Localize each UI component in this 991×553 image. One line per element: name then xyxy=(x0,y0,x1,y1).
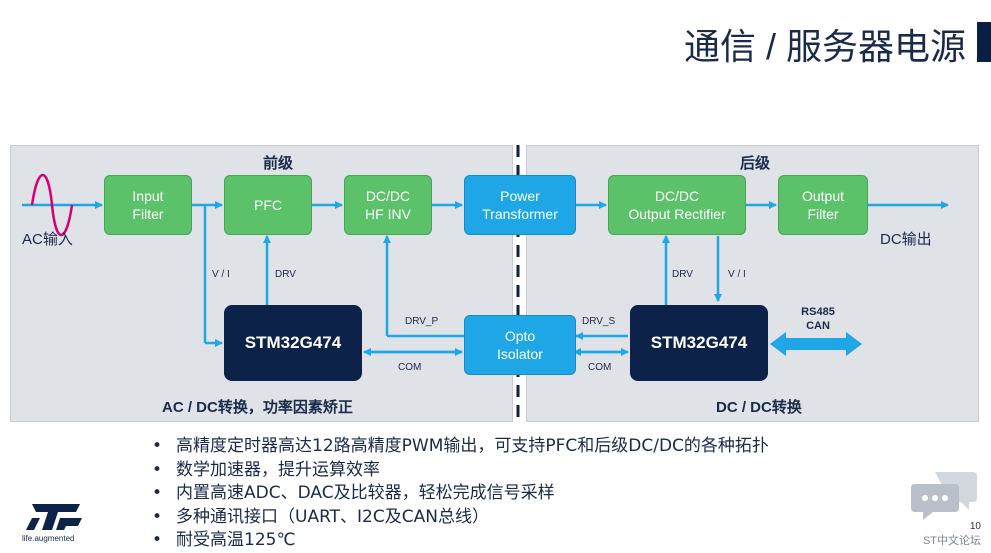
st-logo: life.augmented xyxy=(22,500,92,548)
title-accent-bar xyxy=(977,22,991,62)
bullet-marker: • xyxy=(152,530,163,550)
feature-item: • 多种通讯接口（UART、I2C及CAN总线） xyxy=(152,506,769,530)
ac-sine-icon xyxy=(30,173,74,237)
rs485-can-label: RS485 CAN xyxy=(801,306,835,332)
rear-drv-label: DRV xyxy=(672,269,693,280)
front-drv-label: DRV xyxy=(275,269,296,280)
feature-item: • 高精度定时器高达12路高精度PWM输出，可支持PFC和后级DC/DC的各种拓扑 xyxy=(152,435,769,459)
feature-item: • 内置高速ADC、DAC及比较器，轻松完成信号采样 xyxy=(152,482,769,506)
logo-tagline: life.augmented xyxy=(22,534,75,543)
page-title: 通信 / 服务器电源 xyxy=(683,26,966,67)
rs485-can-bus-arrow xyxy=(770,332,862,356)
front-stage-title: 前级 xyxy=(263,155,294,172)
feature-text: 内置高速ADC、DAC及比较器，轻松完成信号采样 xyxy=(176,483,555,503)
front-stage-caption: AC / DC转换，功率因素矫正 xyxy=(162,399,353,416)
dc-output-label: DC输出 xyxy=(880,231,932,248)
forum-watermark: ST中文论坛 xyxy=(922,535,981,547)
opto-isolator-block: Opto Isolator xyxy=(464,315,576,375)
front-com-label: COM xyxy=(398,362,422,373)
pfc-block: PFC xyxy=(224,175,312,235)
feature-item: • 耐受高温125℃ xyxy=(152,529,769,553)
power-transformer-block: Power Transformer xyxy=(464,175,576,235)
front-mcu-stm32g474: STM32G474 xyxy=(224,305,362,381)
bullet-marker: • xyxy=(152,436,163,456)
drv-s-label: DRV_S xyxy=(582,316,616,327)
forum-chat-icon xyxy=(911,472,977,520)
dcdc-hf-inv-block: DC/DC HF INV xyxy=(344,175,432,235)
bullet-marker: • xyxy=(152,483,163,503)
output-rectifier-block: DC/DC Output Rectifier xyxy=(608,175,746,235)
page-number: 10 xyxy=(969,521,981,532)
st-logo-icon xyxy=(26,504,82,530)
feature-item: • 数学加速器，提升运算效率 xyxy=(152,459,769,483)
feature-text: 高精度定时器高达12路高精度PWM输出，可支持PFC和后级DC/DC的各种拓扑 xyxy=(176,436,769,456)
input-filter-block: Input Filter xyxy=(104,175,192,235)
ac-input-label: AC输入 xyxy=(22,231,73,248)
feature-text: 数学加速器，提升运算效率 xyxy=(176,459,380,480)
feature-text: 耐受高温125℃ xyxy=(176,530,296,550)
drv-p-label: DRV_P xyxy=(405,316,439,327)
feature-text: 多种通讯接口（UART、I2C及CAN总线） xyxy=(176,506,489,527)
bullet-marker: • xyxy=(152,506,163,527)
rear-stage-caption: DC / DC转换 xyxy=(716,399,802,416)
front-vi-label: V / I xyxy=(212,269,230,280)
rear-vi-label: V / I xyxy=(728,269,746,280)
bullet-marker: • xyxy=(152,459,163,480)
output-filter-block: Output Filter xyxy=(778,175,868,235)
feature-list: • 高精度定时器高达12路高精度PWM输出，可支持PFC和后级DC/DC的各种拓扑… xyxy=(152,435,769,553)
rear-com-label: COM xyxy=(588,362,612,373)
rear-stage-title: 后级 xyxy=(740,155,771,172)
rear-mcu-stm32g474: STM32G474 xyxy=(630,305,768,381)
